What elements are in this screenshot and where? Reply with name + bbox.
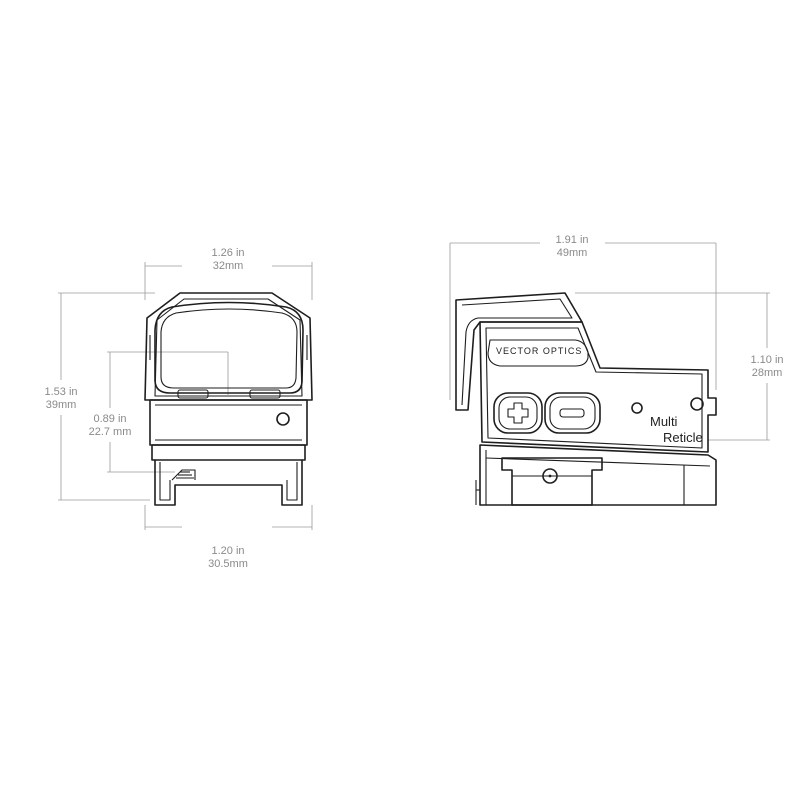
reticle-button-icon: [690, 397, 704, 411]
side-length-metric: 49mm: [556, 247, 588, 259]
side-length-imperial: 1.91 in: [555, 234, 589, 246]
side-length-label: 1.91 in 49mm: [537, 234, 607, 260]
reticle-label: Reticle: [663, 430, 703, 445]
plus-button-icon: [493, 392, 543, 434]
side-view-outline: [455, 292, 717, 506]
front-dimension-lines: [58, 262, 313, 530]
front-top-width-label: 1.26 in 32mm: [193, 247, 263, 273]
front-window-height-label: 0.89 in 22.7 mm: [75, 413, 145, 439]
front-height-metric: 39mm: [45, 399, 77, 411]
front-window-height-imperial: 0.89 in: [93, 413, 127, 425]
side-height-label: 1.10 in 28mm: [732, 354, 800, 380]
side-height-imperial: 1.10 in: [750, 354, 784, 366]
screw-icon: [542, 468, 558, 484]
screw-icon: [631, 402, 643, 414]
front-base-width-imperial: 1.20 in: [211, 545, 245, 557]
front-height-label: 1.53 in 39mm: [26, 386, 96, 412]
screw-icon: [276, 412, 290, 426]
front-window-height-metric: 22.7 mm: [88, 426, 132, 438]
front-top-width-imperial: 1.26 in: [211, 247, 245, 259]
minus-button-icon: [544, 392, 601, 434]
side-dimension-lines: [449, 242, 770, 441]
front-height-imperial: 1.53 in: [44, 386, 78, 398]
brand-logo-text: VECTOR OPTICS: [496, 346, 583, 356]
front-base-width-metric: 30.5mm: [208, 558, 248, 570]
side-height-metric: 28mm: [751, 367, 783, 379]
multi-label: Multi: [650, 414, 678, 429]
front-top-width-metric: 32mm: [212, 260, 244, 272]
front-base-width-label: 1.20 in 30.5mm: [193, 545, 263, 571]
front-view-outline: [144, 292, 313, 506]
brand-plate: [487, 339, 589, 367]
